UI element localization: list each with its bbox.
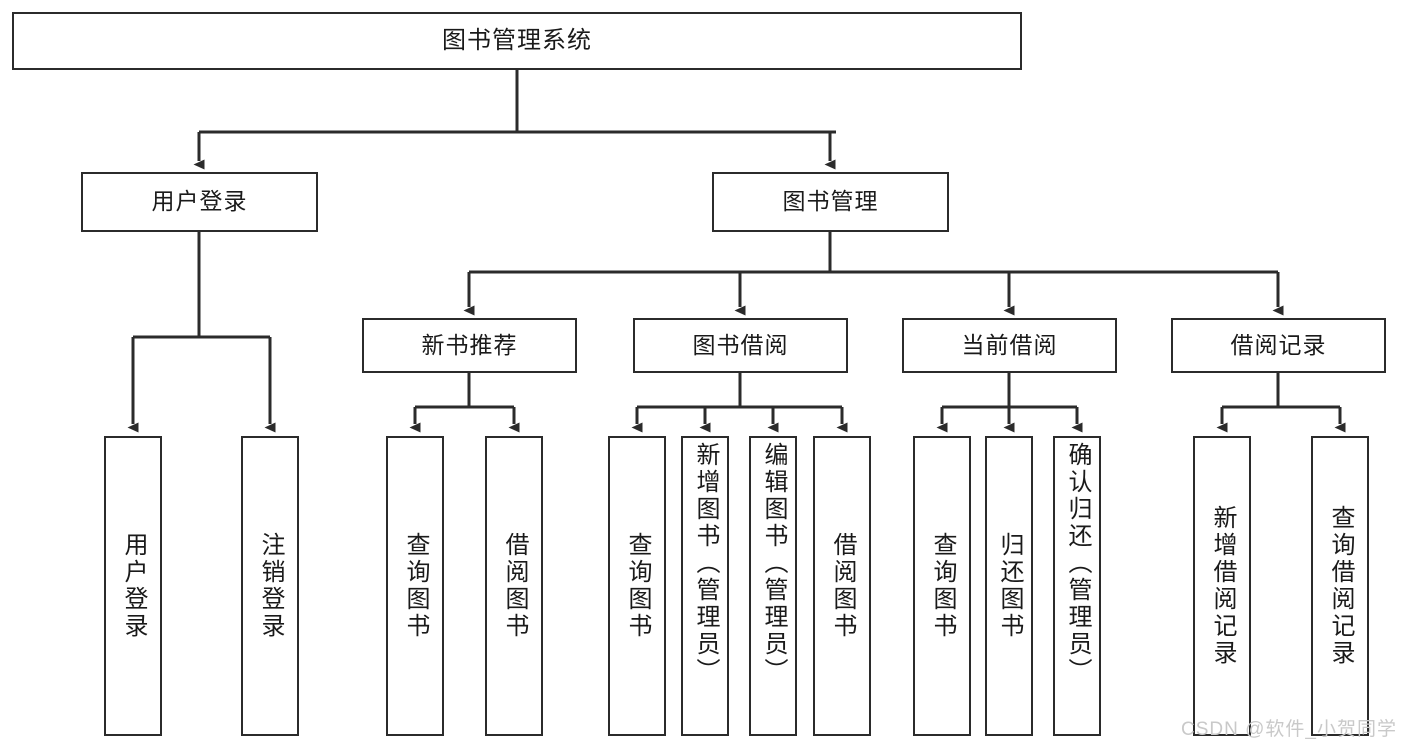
- node-new-book-recommend[interactable]: 新书推荐: [362, 318, 577, 373]
- node-leaf-add-book[interactable]: 新增图书（管理员）: [681, 436, 729, 736]
- node-leaf-borrow-book-2[interactable]: 借阅图书: [813, 436, 871, 736]
- node-leaf-query-book-2-label: 查询图书: [624, 532, 651, 640]
- node-leaf-borrow-book-2-label: 借阅图书: [829, 532, 856, 640]
- node-book-manage-label: 图书管理: [782, 188, 879, 215]
- node-leaf-add-record-label: 新增借阅记录: [1209, 505, 1236, 667]
- node-leaf-edit-book[interactable]: 编辑图书（管理员）: [749, 436, 797, 736]
- node-leaf-return-book[interactable]: 归还图书: [985, 436, 1033, 736]
- node-book-borrow[interactable]: 图书借阅: [633, 318, 848, 373]
- node-user-login[interactable]: 用户登录: [81, 172, 318, 232]
- node-leaf-edit-book-label: 编辑图书（管理员）: [760, 442, 787, 685]
- node-leaf-user-login[interactable]: 用户登录: [104, 436, 162, 736]
- node-leaf-add-book-label: 新增图书（管理员）: [692, 442, 719, 685]
- node-leaf-logout-label: 注销登录: [257, 532, 284, 640]
- node-leaf-query-book-3[interactable]: 查询图书: [913, 436, 971, 736]
- watermark: CSDN @软件_小贺同学: [1181, 719, 1397, 740]
- node-leaf-query-record[interactable]: 查询借阅记录: [1311, 436, 1369, 736]
- node-leaf-borrow-book-1-label: 借阅图书: [501, 532, 528, 640]
- node-current-borrow[interactable]: 当前借阅: [902, 318, 1117, 373]
- node-leaf-add-record[interactable]: 新增借阅记录: [1193, 436, 1251, 736]
- node-current-borrow-label: 当前借阅: [961, 331, 1058, 358]
- node-root[interactable]: 图书管理系统: [12, 12, 1022, 70]
- node-leaf-return-book-label: 归还图书: [996, 532, 1023, 640]
- node-leaf-borrow-book-1[interactable]: 借阅图书: [485, 436, 543, 736]
- node-leaf-confirm-return[interactable]: 确认归还（管理员）: [1053, 436, 1101, 736]
- node-leaf-user-login-label: 用户登录: [120, 532, 147, 640]
- node-borrow-record-label: 借阅记录: [1230, 331, 1327, 358]
- node-leaf-query-book-1[interactable]: 查询图书: [386, 436, 444, 736]
- node-borrow-record[interactable]: 借阅记录: [1171, 318, 1386, 373]
- node-leaf-logout[interactable]: 注销登录: [241, 436, 299, 736]
- node-new-book-recommend-label: 新书推荐: [421, 331, 518, 358]
- node-root-label: 图书管理系统: [442, 26, 592, 54]
- node-book-borrow-label: 图书借阅: [692, 331, 789, 358]
- node-leaf-query-book-1-label: 查询图书: [402, 532, 429, 640]
- node-book-manage[interactable]: 图书管理: [712, 172, 949, 232]
- node-leaf-query-book-2[interactable]: 查询图书: [608, 436, 666, 736]
- node-leaf-query-record-label: 查询借阅记录: [1327, 505, 1354, 667]
- node-leaf-query-book-3-label: 查询图书: [929, 532, 956, 640]
- node-user-login-label: 用户登录: [151, 188, 248, 215]
- node-leaf-confirm-return-label: 确认归还（管理员）: [1064, 442, 1091, 685]
